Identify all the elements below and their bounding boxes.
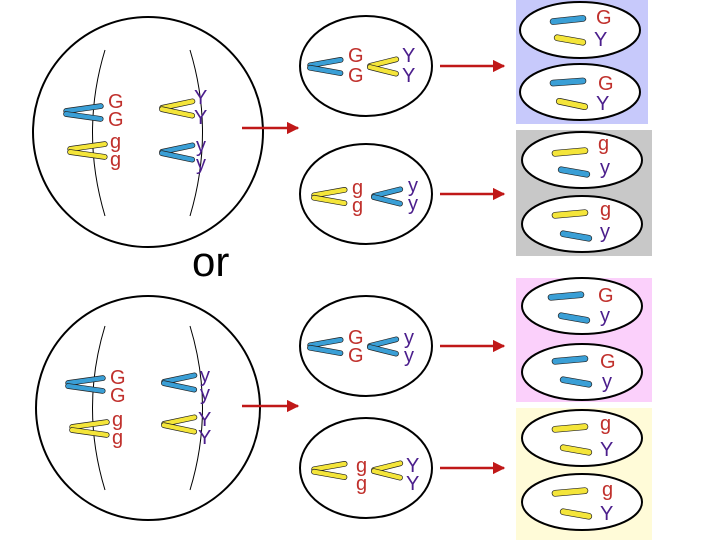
allele-label: Y xyxy=(194,87,207,109)
allele-label: g xyxy=(356,455,367,477)
allele-label: Y xyxy=(406,455,419,477)
allele-label: G xyxy=(600,351,616,373)
gamete-6-contents: G y xyxy=(551,351,616,393)
allele-label: Y xyxy=(198,409,211,431)
allele-label: G xyxy=(596,7,612,29)
allele-label: Y xyxy=(596,93,609,115)
gamete-cell-8 xyxy=(521,473,643,531)
allele-label: y xyxy=(600,305,610,327)
allele-label: g xyxy=(110,131,121,153)
top-parent-cell xyxy=(32,16,264,248)
allele-label: y xyxy=(200,383,210,405)
allele-label: y xyxy=(600,221,610,243)
allele-label: G xyxy=(348,45,364,67)
middle-cell-4 xyxy=(299,417,433,519)
allele-label: y xyxy=(196,153,206,175)
allele-label: G xyxy=(108,109,124,131)
gamete-cell-6 xyxy=(521,343,643,401)
bottom-parent-cell xyxy=(35,295,261,521)
allele-label: g xyxy=(352,177,363,199)
chromosome-pair-yellow-right xyxy=(159,98,196,119)
allele-label: g xyxy=(600,199,611,221)
allele-label: g xyxy=(112,427,123,449)
gamete-cell-5 xyxy=(521,277,643,335)
allele-label: Y xyxy=(198,427,211,449)
middle-cell-3-contents: G G y y xyxy=(307,327,414,367)
allele-label: G xyxy=(598,285,614,307)
middle-cell-2 xyxy=(299,143,433,245)
chromosome-pair-yellow-left xyxy=(67,141,108,160)
allele-label: Y xyxy=(402,45,415,67)
chromosome-pair-yellow-left xyxy=(69,419,110,438)
allele-label: y xyxy=(408,193,418,215)
middle-cell-1 xyxy=(299,15,433,117)
allele-label: Y xyxy=(194,107,207,129)
gamete-2-contents: G Y xyxy=(549,73,614,115)
chromosome-pair-blue xyxy=(307,57,344,76)
allele-label: Y xyxy=(600,503,613,525)
chromosome-pair-blue-left xyxy=(65,375,106,394)
chromosome-pair-yellow-right xyxy=(161,414,198,435)
allele-label: g xyxy=(352,195,363,217)
gamete-cell-3 xyxy=(521,131,643,189)
gamete-cell-2 xyxy=(519,63,641,121)
chromosome-pair-blue xyxy=(370,186,404,207)
allele-label: y xyxy=(600,157,610,179)
allele-label: g xyxy=(110,149,121,171)
allele-label: y xyxy=(404,345,414,367)
allele-label: y xyxy=(404,327,414,349)
allele-label: G xyxy=(110,367,126,389)
chromosome-pair-blue xyxy=(366,336,400,357)
gamete-cell-7 xyxy=(521,409,643,467)
allele-label: G xyxy=(348,327,364,349)
gamete-3-contents: g y xyxy=(551,133,610,179)
allele-label: G xyxy=(108,91,124,113)
middle-cell-2-contents: g g y y xyxy=(311,175,418,217)
gamete-7-contents: g Y xyxy=(551,413,613,461)
top-parent-chromosomes: G G g g Y Y y y xyxy=(63,87,207,175)
allele-label: g xyxy=(356,473,367,495)
allele-label: y xyxy=(602,371,612,393)
chromosome-pair-blue-left xyxy=(63,103,104,122)
allele-label: Y xyxy=(600,439,613,461)
allele-label: Y xyxy=(594,29,607,51)
chromosome-pair-yellow xyxy=(311,187,348,206)
middle-cell-1-contents: G G Y Y xyxy=(307,45,415,87)
allele-label: g xyxy=(600,413,611,435)
chromosome-pair-blue-right xyxy=(161,372,198,393)
allele-label: y xyxy=(408,175,418,197)
gamete-4-contents: g y xyxy=(551,199,611,243)
allele-label: Y xyxy=(402,65,415,87)
allele-label: G xyxy=(348,345,364,367)
allele-label: g xyxy=(602,479,613,501)
gamete-cell-1 xyxy=(519,1,641,59)
chromosome-pair-blue-right xyxy=(159,142,196,163)
middle-cell-3 xyxy=(299,295,433,397)
allele-label: G xyxy=(110,385,126,407)
or-label: or xyxy=(192,238,229,285)
gamete-8-contents: g Y xyxy=(551,479,613,525)
allele-label: G xyxy=(348,65,364,87)
gamete-cell-4 xyxy=(521,195,643,253)
bottom-parent-chromosomes: G G g g y y Y Y xyxy=(65,365,211,449)
allele-label: y xyxy=(200,365,210,387)
chromosome-pair-yellow xyxy=(370,460,404,481)
chromosome-pair-blue xyxy=(307,337,344,356)
gamete-5-contents: G y xyxy=(547,285,614,327)
gamete-1-contents: G Y xyxy=(549,7,612,51)
allele-label: g xyxy=(112,409,123,431)
middle-cell-4-contents: g g Y Y xyxy=(311,455,419,495)
allele-label: G xyxy=(598,73,614,95)
allele-label: g xyxy=(598,133,609,155)
chromosome-pair-yellow xyxy=(366,56,400,77)
allele-label: y xyxy=(196,135,206,157)
allele-label: Y xyxy=(406,473,419,495)
chromosome-pair-yellow xyxy=(311,461,348,480)
